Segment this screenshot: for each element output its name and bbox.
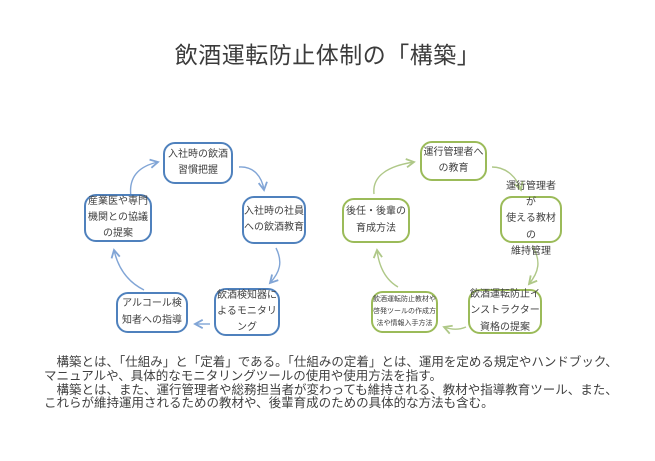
body-paragraph: 構築とは、「仕組み」と「定着」である。「仕組みの定着」とは、運用を定める規定やハ… — [44, 355, 619, 411]
arrow-left-cycle-1 — [129, 158, 160, 198]
node-industrial-doctor-consult: 産業医や専門 機関との協議 の提案 — [84, 194, 152, 242]
arrow-left-cycle-5 — [110, 248, 145, 291]
arrow-left-cycle-3 — [268, 247, 281, 285]
arrow-right-cycle-5 — [372, 248, 399, 288]
page-title: 飲酒運転防止体制の「構築」 — [174, 42, 481, 68]
node-material-maintenance: 運行管理者が 使える教材の 維持管理 — [500, 181, 562, 257]
node-detector-monitoring: 飲酒検知器に よるモニタリ ング — [214, 288, 280, 336]
arrow-left-cycle-2 — [238, 166, 268, 192]
node-new-employee-education: 入社時の社員 への飲酒教育 — [242, 196, 306, 244]
arrow-right-cycle-1 — [373, 158, 416, 195]
node-alcohol-detected-guidance: アルコール検 知者への指導 — [116, 292, 188, 333]
body-text-line: 構築とは、また、運行管理者や総務担当者が変わっても維持される、教材や指導教育ツー… — [44, 382, 618, 397]
node-material-creation-method: 飲酒運転防止教材や 啓発ツールの作成方 法や情報入手方法 — [371, 291, 438, 333]
node-intake-drinking-habit: 入社時の飲酒 習慣把握 — [163, 142, 233, 184]
body-text-line: 構築とは、「仕組み」と「定着」である。「仕組みの定着」とは、運用を定める規定やハ… — [44, 355, 618, 369]
node-instructor-qualification: 飲酒運転防止イ ンストラクター 資格の提案 — [468, 289, 542, 334]
arrow-right-cycle-4 — [442, 324, 467, 335]
node-operation-manager-education: 運行管理者へ の教育 — [420, 141, 487, 181]
body-text-line: マニュアルや、具体的なモニタリングツールの使用や使用方法を指す。 — [44, 368, 443, 383]
node-successor-training: 後任・後輩の 育成方法 — [342, 198, 410, 243]
body-text-line: これらが維持運用されるための教材や、後輩育成のための具体的な方法も含む。 — [44, 396, 494, 411]
